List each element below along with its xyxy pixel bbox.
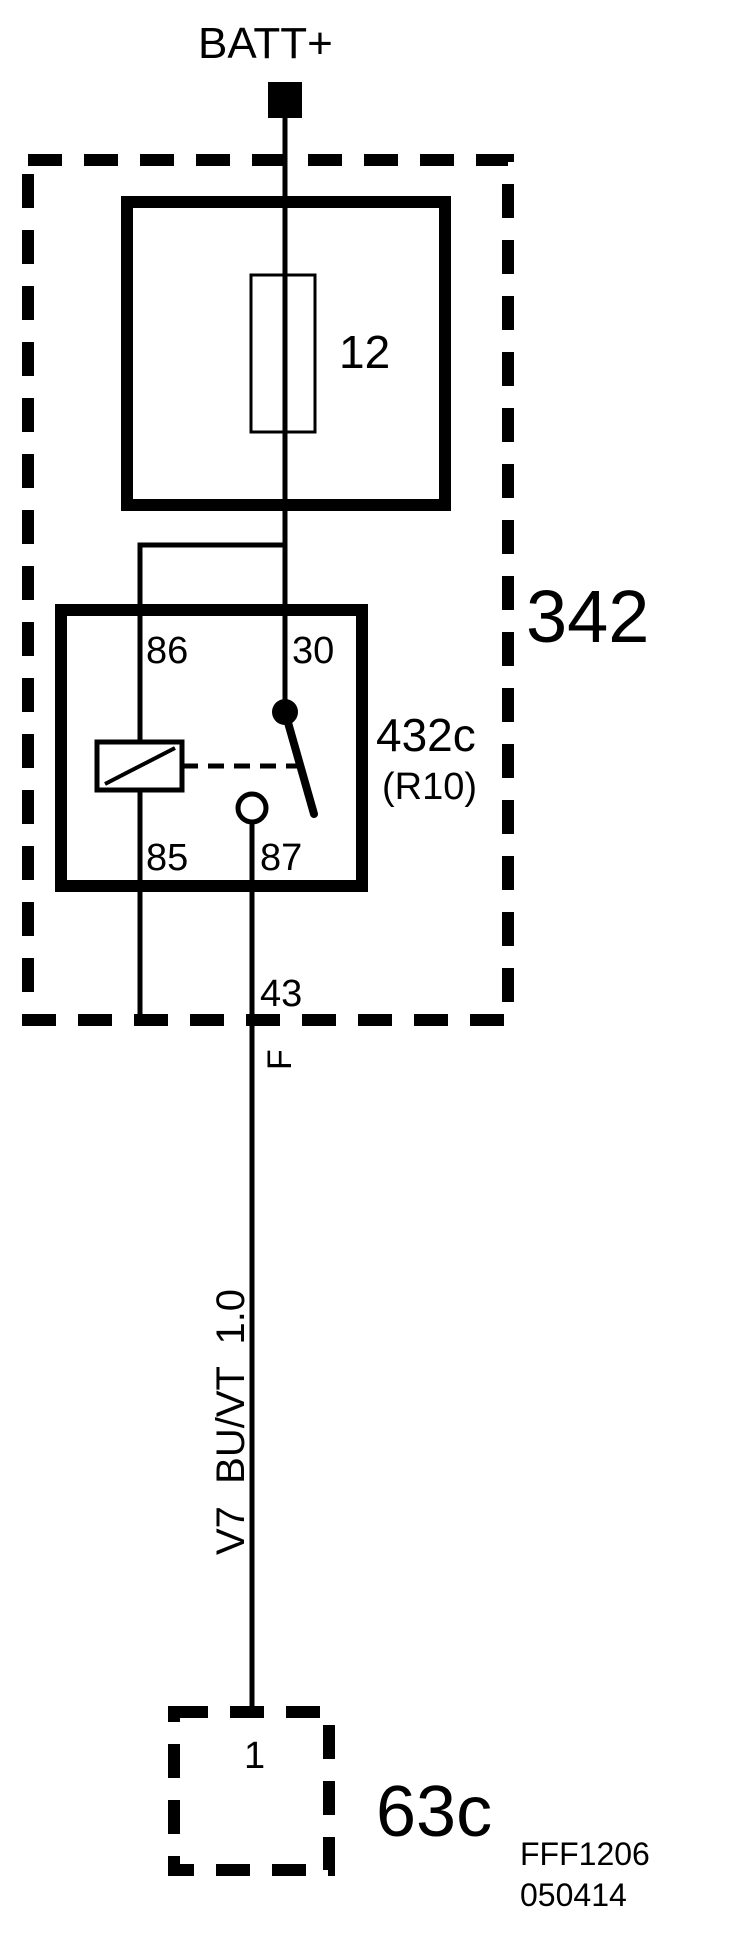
wire-label: V7 BU/VT 1.0 (209, 1289, 253, 1555)
component-63c-boundary (168, 1706, 335, 1876)
relay-pin-30: 30 (292, 630, 334, 672)
fuse-12-label: 12 (339, 326, 390, 378)
relay-ref: (R10) (382, 766, 477, 808)
batt-plus-label: BATT+ (198, 19, 333, 68)
relay-switch-arm (281, 708, 318, 818)
component-63c-label: 63c (376, 1772, 492, 1852)
drawing-code: FFF1206 (520, 1836, 650, 1872)
connector-pin-43: 43 (260, 973, 302, 1015)
relay-432c-id: 432c (376, 709, 476, 761)
relay-output-contact (235, 791, 269, 825)
relay-pin-85: 85 (146, 837, 188, 879)
connector-code-f: F (261, 1049, 299, 1070)
module-342-label: 342 (526, 575, 649, 658)
relay-coil-slash (104, 746, 176, 786)
relay-pin-87: 87 (260, 837, 302, 879)
battery-terminal (268, 82, 302, 118)
module-342-boundary (22, 154, 514, 1026)
relay-432c-box (55, 604, 368, 892)
coil-feed-wire (137, 542, 285, 742)
drawing-date: 050414 (520, 1877, 627, 1913)
component-63c-pin: 1 (244, 1735, 265, 1777)
relay-pin-86: 86 (146, 630, 188, 672)
